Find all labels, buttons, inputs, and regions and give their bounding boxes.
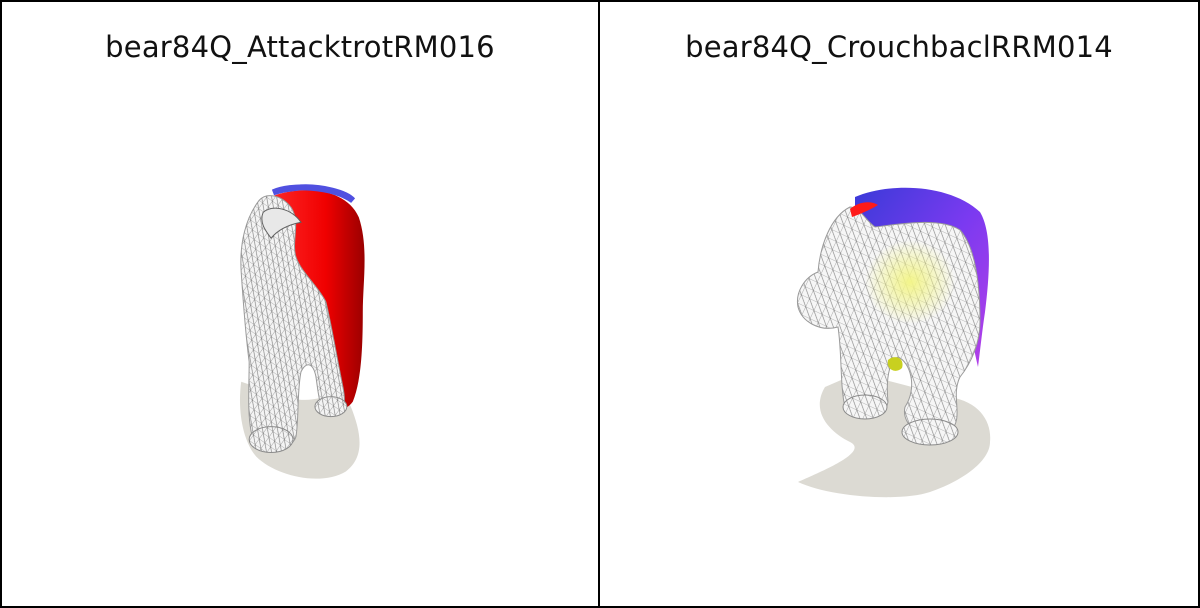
bear-paw-right — [314, 396, 348, 418]
bear-shoulder-glow — [865, 240, 955, 324]
bear-paw-left — [248, 426, 294, 453]
bear-paw-left — [842, 394, 888, 420]
bear-snout-detail — [261, 207, 302, 240]
bear-back-red — [850, 202, 878, 217]
bear-paw-right — [901, 418, 959, 446]
bear-head-mesh — [240, 195, 345, 449]
render-panel-left: bear84Q_AttacktrotRM016 — [2, 2, 600, 606]
bear-render-attacktrot — [239, 184, 365, 479]
ground-shadow — [798, 374, 991, 498]
bear-underside-detail — [887, 357, 903, 371]
panel-title: bear84Q_AttacktrotRM016 — [105, 30, 495, 64]
render-panel-right: bear84Q_CrouchbaclRRM014 — [600, 2, 1198, 606]
bear-render-crouchback — [796, 187, 991, 498]
panel-title: bear84Q_CrouchbaclRRM014 — [685, 30, 1113, 64]
bear-back-blue — [271, 184, 356, 203]
